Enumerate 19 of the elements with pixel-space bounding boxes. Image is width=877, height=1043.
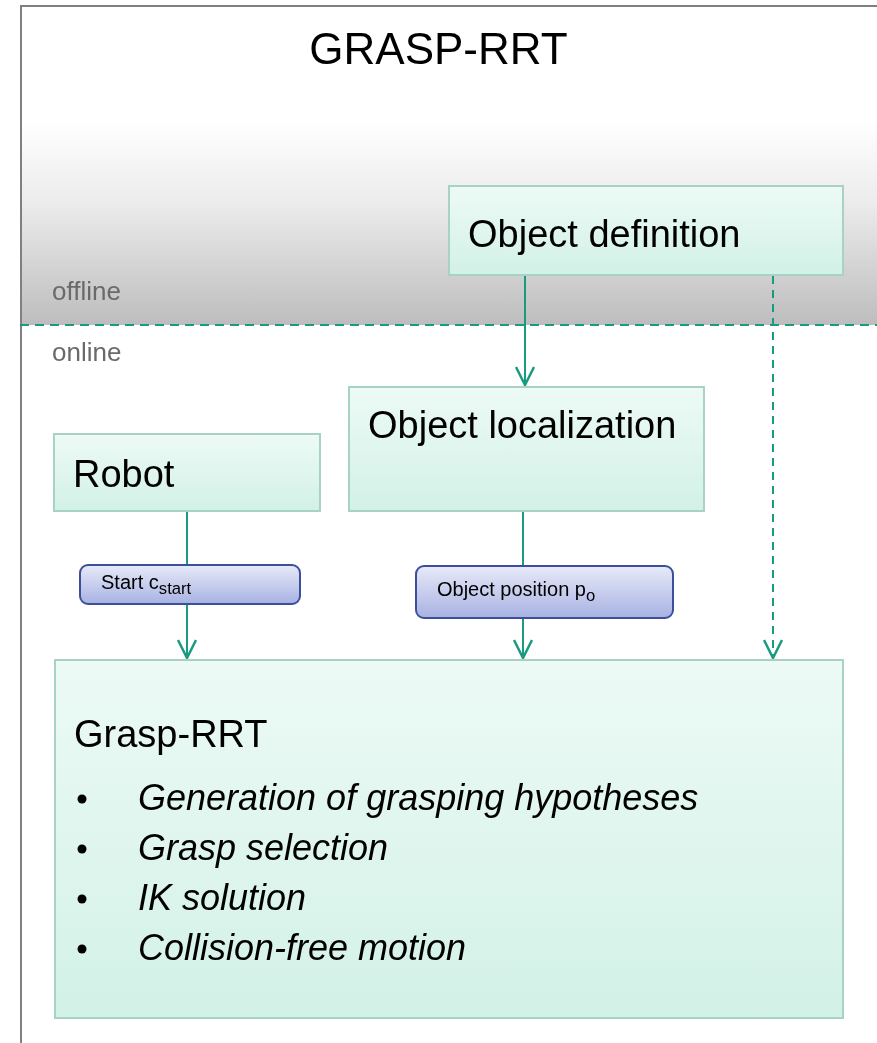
node-heading: Robot (73, 452, 176, 497)
process-box (53, 433, 321, 512)
bullet-item: Grasp selection (74, 823, 824, 873)
arrow (762, 275, 784, 660)
section-label: online (52, 337, 122, 368)
process-box (348, 386, 705, 512)
node-heading: Object localization (368, 403, 678, 448)
node-heading: Object definition (468, 212, 742, 257)
diagram-title: GRASP-RRT (308, 24, 569, 74)
process-box (54, 659, 844, 1019)
process-box (448, 185, 844, 276)
bullet-item: Collision-free motion (74, 923, 824, 973)
node-heading: Grasp-RRT (74, 712, 269, 757)
bullet-item: Generation of grasping hypotheses (74, 773, 824, 823)
bullet-item: IK solution (74, 873, 824, 923)
section-label: offline (52, 276, 121, 307)
edge-label: Object position p$_{o}$ (415, 565, 674, 619)
arrow (514, 275, 536, 387)
edge-label: Start c$_{start}$ (79, 564, 301, 605)
